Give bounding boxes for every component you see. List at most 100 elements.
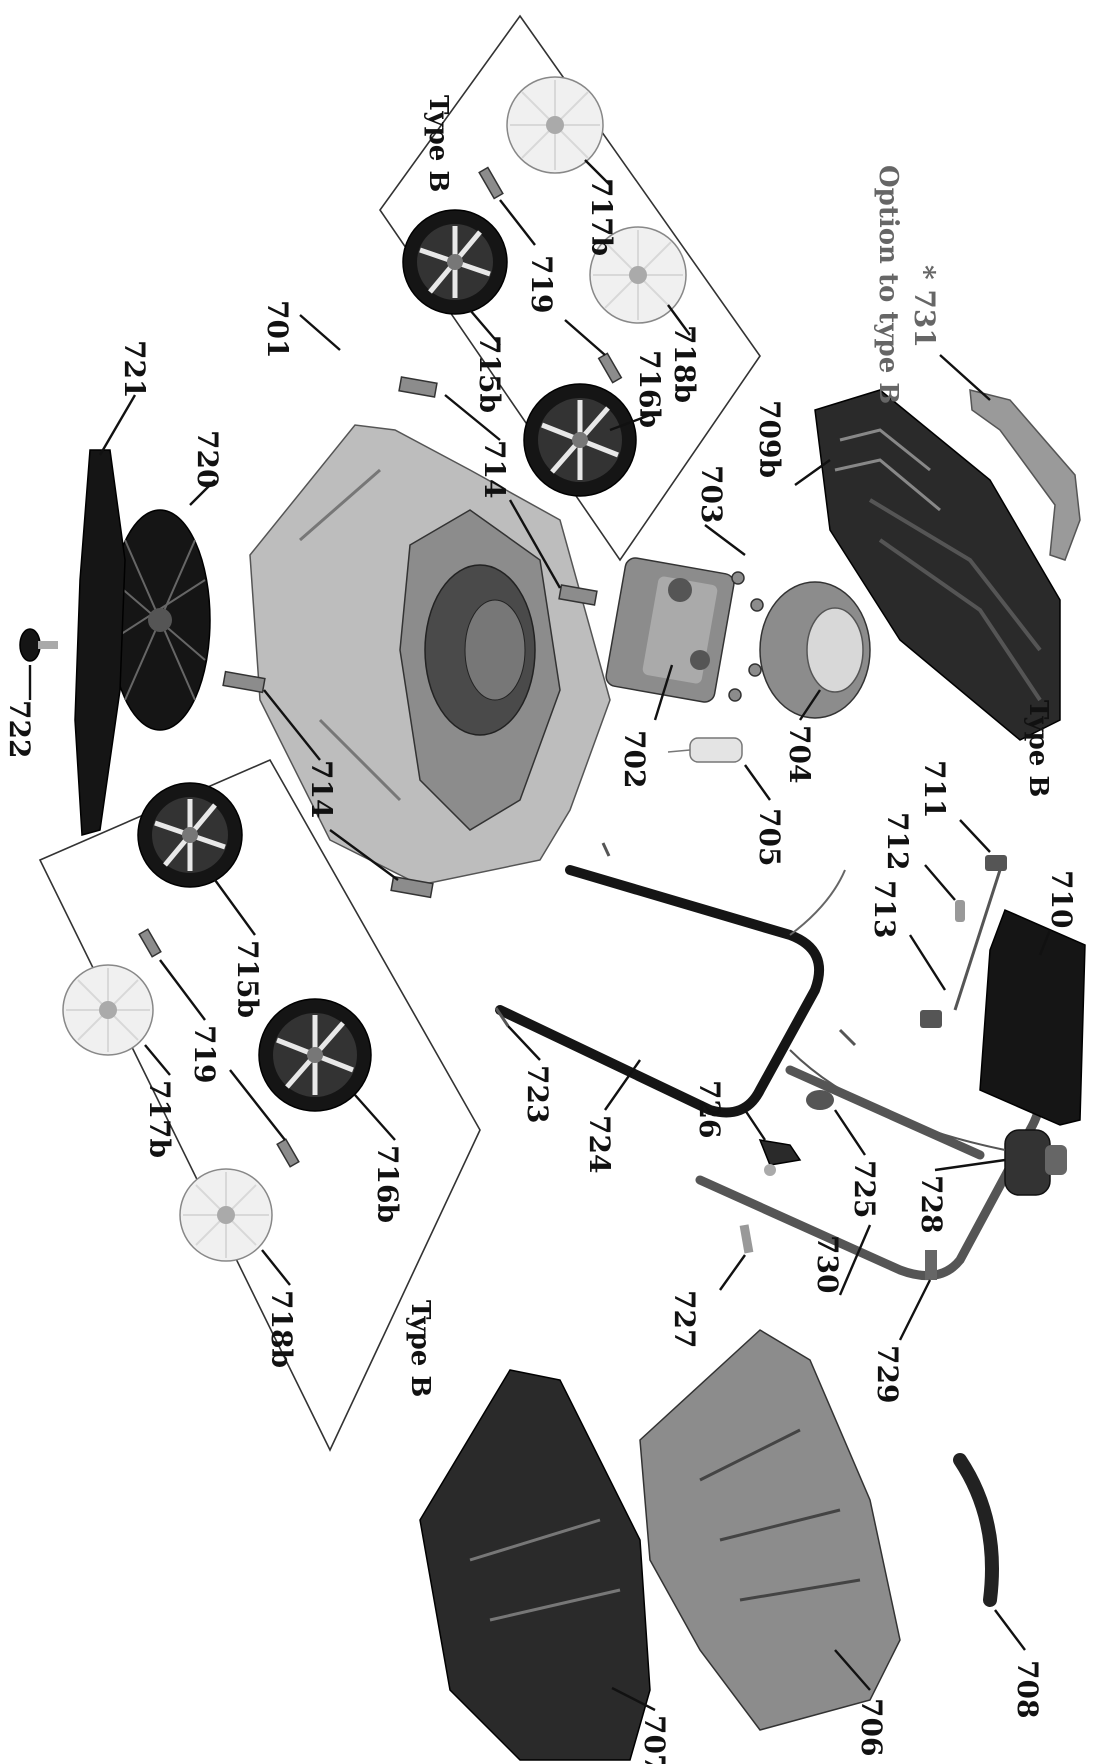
leader-707: [611, 1686, 656, 1712]
leader-714b-2: [329, 829, 399, 881]
label-715b-bottom: 715b: [231, 940, 264, 1018]
bolt-719-bottom-1: [138, 928, 162, 958]
label-717b-bottom: 717b: [143, 1080, 176, 1158]
leader-713: [908, 934, 947, 991]
label-722: 722: [3, 700, 36, 758]
leader-709b: [794, 459, 831, 486]
label-714-bottom: 714: [305, 760, 338, 818]
leader-716b-bot: [354, 1094, 396, 1141]
leader-719-top-b: [564, 319, 606, 356]
leader-724: [604, 1059, 641, 1111]
leader-715b-bot: [214, 879, 256, 936]
leader-728: [934, 1158, 1006, 1172]
leader-714a-2: [508, 499, 562, 589]
label-729: 729: [871, 1345, 904, 1403]
leader-702: [653, 664, 674, 721]
leader-719-bot-a: [159, 959, 206, 1021]
leader-721: [98, 394, 137, 456]
leader-714b: [263, 689, 321, 761]
leader-708: [994, 1609, 1026, 1651]
motor-702: [605, 557, 735, 703]
clip-714-3: [222, 670, 266, 694]
leader-727: [719, 1254, 746, 1291]
clip-714-2: [558, 584, 598, 606]
option-part-731: [969, 389, 1081, 561]
clip-711: [985, 855, 1007, 871]
wheel-715b-bottom: [137, 782, 243, 888]
label-703: 703: [695, 465, 728, 523]
bolt-723: [494, 1007, 510, 1027]
label-718b-bottom: 718b: [265, 1290, 298, 1368]
fan-720: [109, 509, 211, 731]
motor-housing-704: [759, 581, 871, 719]
leader-729: [898, 1279, 932, 1341]
bolt-719-bottom-2: [276, 1138, 300, 1168]
leader-715b-top: [469, 309, 501, 346]
leader-719-bot-b: [229, 1069, 286, 1141]
leader-723: [507, 1025, 541, 1061]
leader-714a: [444, 394, 501, 441]
leader-710: [1038, 929, 1052, 956]
label-723: 723: [521, 1065, 554, 1123]
leader-705: [744, 764, 771, 801]
label-711: 711: [918, 760, 951, 818]
label-724: 724: [583, 1115, 616, 1173]
grass-box-lower-706: [639, 1329, 901, 1731]
deck-701: [249, 424, 611, 886]
label-728: 728: [915, 1175, 948, 1233]
leader-711: [959, 819, 991, 853]
leader-701: [299, 314, 341, 351]
label-717b-top: 717b: [585, 178, 618, 256]
type-label-box-top: Type B: [423, 95, 453, 192]
wheel-716b-bottom: [258, 998, 372, 1112]
label-716b-bottom: 716b: [371, 1145, 404, 1223]
leader-704: [799, 689, 821, 721]
label-708: 708: [1011, 1660, 1044, 1718]
type-label-option: Option to type B: [873, 165, 903, 404]
screws-703: [728, 571, 764, 702]
leader-703: [704, 524, 746, 556]
label-727: 727: [668, 1290, 701, 1348]
label-713: 713: [868, 880, 901, 938]
leader-712: [924, 864, 956, 901]
blade-721: [74, 449, 126, 836]
pin-small: [601, 842, 611, 857]
label-714-top: 714: [478, 440, 511, 498]
switch-box-728: [1004, 1129, 1067, 1196]
label-725: 725: [848, 1160, 881, 1218]
leader-717b-top: [584, 159, 611, 186]
leader-716b-top: [609, 413, 651, 432]
leader-718b-bot: [261, 1249, 291, 1286]
cover-709b: [814, 389, 1061, 741]
spring-712: [955, 900, 965, 922]
label-705: 705: [753, 808, 786, 866]
clip-714-4: [390, 875, 434, 899]
capacitor-705: [667, 737, 743, 763]
label-701: 701: [261, 300, 294, 358]
bolt-727: [739, 1224, 754, 1254]
label-710: 710: [1045, 870, 1078, 928]
fan-717b-bottom: [62, 964, 154, 1056]
label-716b-top: 716b: [633, 350, 666, 428]
label-719-bottom: 719: [188, 1025, 221, 1083]
clip-714-1: [398, 376, 438, 398]
leader-718b-top: [667, 304, 691, 336]
label-706: 706: [855, 1698, 888, 1756]
cable-725: [789, 1049, 1006, 1151]
fan-718b-bottom: [179, 1168, 273, 1262]
wheel-716b-top: [523, 383, 637, 497]
bolt-722: [19, 628, 58, 662]
knob-726: [758, 1139, 802, 1176]
type-b-box-top: [379, 14, 761, 562]
label-719-top: 719: [525, 255, 558, 313]
leader-719-top-a: [499, 199, 536, 246]
lower-handle-724: [495, 865, 846, 1118]
label-720: 720: [191, 430, 224, 488]
label-704: 704: [783, 725, 816, 783]
leader-725: [834, 1109, 866, 1156]
rod-713: [920, 869, 1002, 1028]
grass-box-upper-707: [419, 1369, 651, 1761]
label-721: 721: [118, 340, 151, 398]
bolt-719-top-2: [597, 352, 623, 384]
